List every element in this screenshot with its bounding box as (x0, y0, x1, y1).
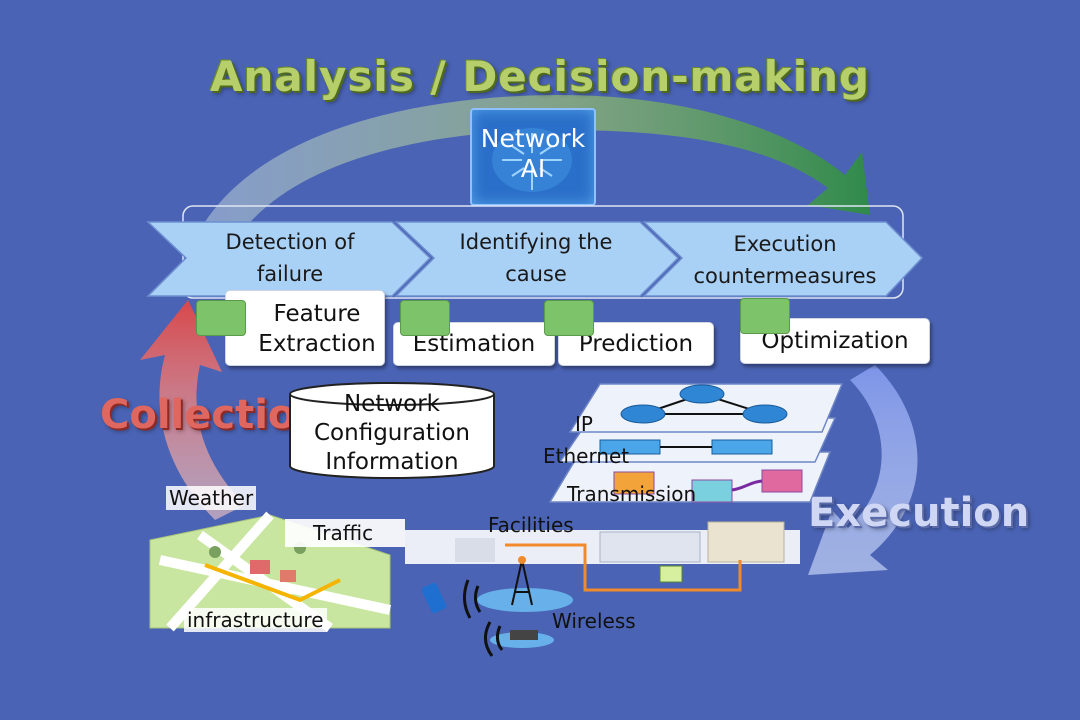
execution-arrow (808, 365, 918, 575)
building-icon (599, 531, 701, 563)
database-line3: Information (325, 449, 459, 475)
cable-route (505, 543, 742, 592)
database-line2: Configuration (314, 420, 470, 446)
wireless-label: Wireless (552, 609, 636, 633)
collection-arrow (140, 300, 245, 520)
step-identifying-line2: cause (505, 262, 567, 286)
step-identifying: Identifying the cause (436, 226, 636, 290)
step-identifying-line1: Identifying the (459, 230, 613, 254)
smartphone-icon (421, 582, 447, 614)
network-config-label: Network Configuration Information (296, 390, 488, 477)
chevron-detection (146, 221, 432, 297)
house-icon (250, 560, 270, 574)
building-icon (455, 538, 495, 562)
antenna-tower-icon (511, 559, 533, 606)
signal-wave-icon (484, 621, 504, 657)
collection-title: Collection (100, 392, 324, 438)
brain-icon (196, 300, 246, 336)
optimization-box: Optimization (740, 318, 930, 364)
analysis-decision-title: Analysis / Decision-making (209, 52, 871, 101)
step-detection: Detection of failure (190, 226, 390, 290)
router-icon (679, 384, 725, 404)
router-icon (620, 404, 666, 424)
prediction-label: Prediction (578, 331, 694, 357)
feature-extraction-line2: Extraction (258, 331, 376, 357)
traffic-label: Traffic (285, 519, 405, 547)
transmission-label: Transmission (567, 482, 697, 506)
signal-wave-icon (463, 579, 482, 619)
wireless-range (477, 588, 573, 612)
step-detection-line1: Detection of (225, 230, 355, 254)
transmission-node-icon (691, 479, 733, 503)
brain-icon (400, 300, 450, 336)
weather-label: Weather (166, 486, 257, 510)
database-line1: Network (343, 391, 441, 417)
house-icon (280, 570, 296, 582)
database-cylinder-icon (289, 382, 495, 479)
transmission-node-icon (613, 471, 655, 495)
facilities-box-icon (659, 565, 683, 583)
step-execution-line1: Execution (733, 232, 837, 256)
tree-icon (209, 546, 221, 558)
chevron-identifying (394, 221, 680, 297)
ip-label: IP (575, 412, 593, 436)
building-icon (707, 521, 785, 563)
step-execution: Execution countermeasures (680, 228, 890, 292)
feature-extraction-line1: Feature (273, 301, 361, 327)
chevron-execution (642, 221, 924, 297)
network-ai-line2: AI (520, 154, 546, 183)
execution-title: Execution (808, 490, 1030, 536)
ethernet-label: Ethernet (543, 444, 630, 468)
brain-icon (740, 298, 790, 334)
brain-circuit-icon (492, 128, 572, 192)
feature-extraction-box: Feature Extraction (225, 290, 385, 366)
facilities-label: Facilities (488, 513, 574, 537)
network-ai-box: Network AI (470, 108, 596, 206)
analysis-arrow (190, 95, 870, 250)
step-detection-line2: failure (256, 262, 324, 286)
infrastructure-label: infrastructure (184, 608, 327, 632)
brain-icon (544, 300, 594, 336)
network-ai-line1: Network (480, 124, 586, 153)
step-execution-line2: countermeasures (693, 264, 877, 288)
wifi-router-icon (510, 630, 538, 640)
router-icon (742, 404, 788, 424)
